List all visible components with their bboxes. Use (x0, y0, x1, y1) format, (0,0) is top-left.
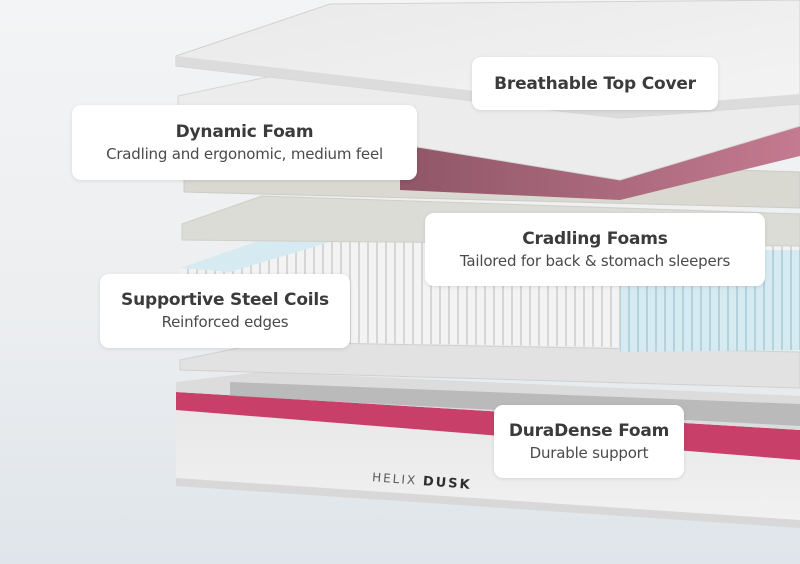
callout-subtitle: Reinforced edges (161, 313, 289, 331)
callout-duradense-foam: DuraDense Foam Durable support (494, 405, 684, 478)
brand-name: HELIX (371, 470, 418, 488)
callout-cradling-foams: Cradling Foams Tailored for back & stoma… (425, 213, 765, 286)
callout-top-cover: Breathable Top Cover (472, 57, 718, 110)
callout-subtitle: Tailored for back & stomach sleepers (459, 251, 731, 270)
callout-title: Supportive Steel Coils (121, 290, 329, 310)
callout-title: Cradling Foams (522, 228, 668, 249)
callout-subtitle: Cradling and ergonomic, medium feel (106, 144, 383, 163)
callout-dynamic-foam: Dynamic Foam Cradling and ergonomic, med… (72, 105, 417, 180)
callout-title: Breathable Top Cover (494, 73, 696, 94)
callout-subtitle: Durable support (529, 443, 649, 462)
callout-title: DuraDense Foam (508, 420, 670, 441)
callout-title: Dynamic Foam (175, 121, 314, 142)
base-layer (176, 372, 800, 528)
callout-steel-coils: Supportive Steel Coils Reinforced edges (100, 274, 350, 348)
